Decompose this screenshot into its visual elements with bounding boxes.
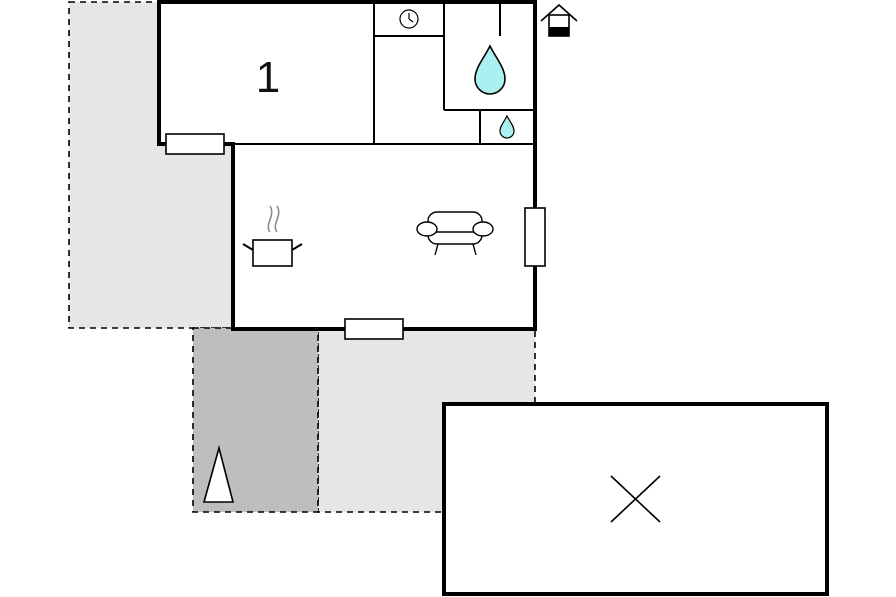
exterior-walls (157, 0, 537, 331)
windows (165, 133, 546, 340)
small-water-drop-icon (499, 114, 515, 139)
window-living-bottom (344, 318, 404, 340)
parking-triangle-icon (202, 444, 235, 503)
water-drop-icon (474, 44, 506, 95)
house-entrance-icon (540, 3, 578, 37)
sofa-icon (416, 211, 494, 256)
room-label-bedroom: 1 (256, 53, 280, 102)
window-bedroom (165, 133, 225, 155)
close-x-icon (610, 475, 661, 523)
cooking-pot-icon (242, 205, 303, 267)
window-living-right (524, 207, 546, 267)
clock-icon (399, 9, 419, 29)
interior-walls (233, 2, 535, 145)
outbuilding (442, 402, 829, 596)
